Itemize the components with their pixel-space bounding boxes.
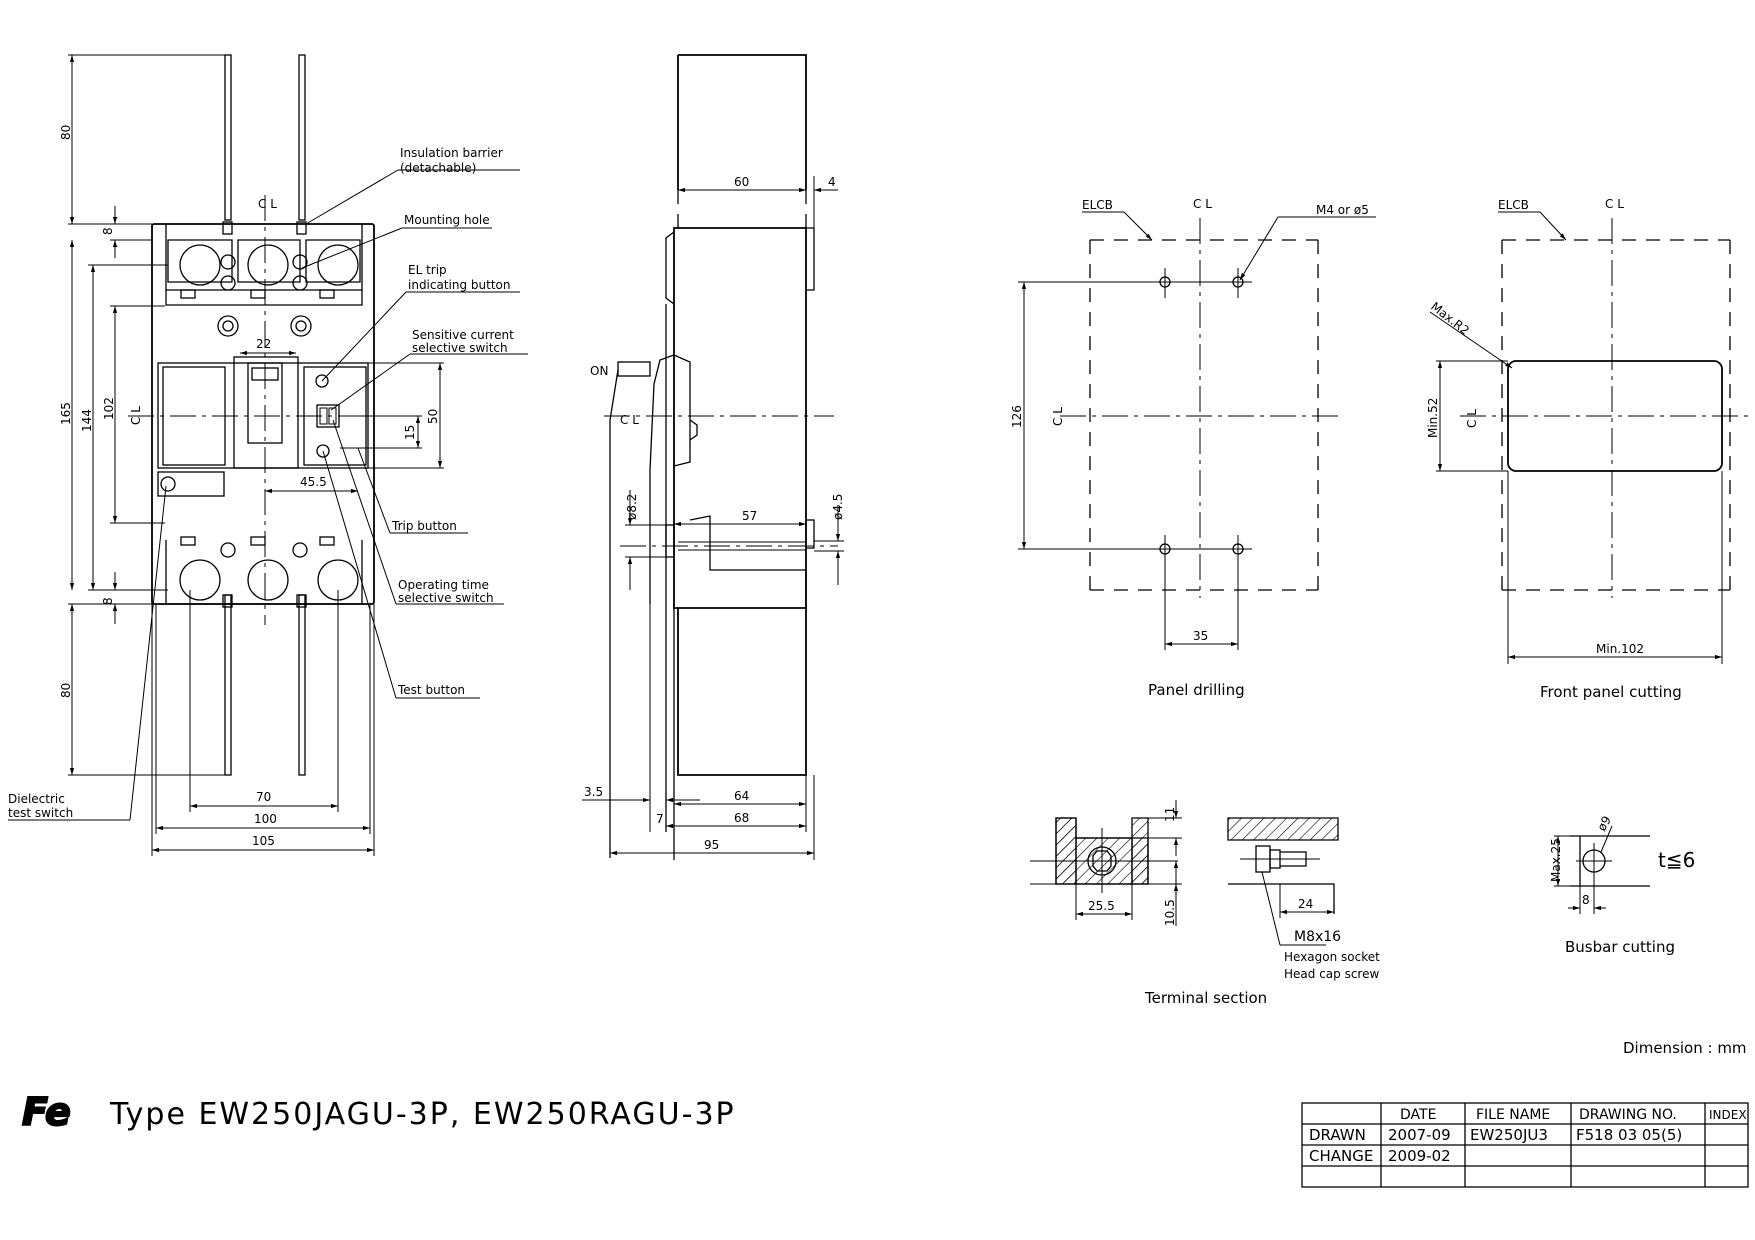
caption-terminal-section: Terminal section: [1144, 989, 1267, 1007]
screw-spec: M8x16: [1294, 929, 1341, 945]
dim-60: 60: [734, 175, 749, 189]
label-operating-time: Operating time: [398, 578, 489, 592]
dim-45-5: 45.5: [300, 475, 327, 489]
dim-35: 35: [1193, 629, 1208, 643]
front-panel-cutting: Min.52 Min.102 Max.R2 ELCB C L C L Front…: [1426, 197, 1752, 701]
dim-8: 8: [1582, 893, 1590, 907]
caption-front-panel-cutting: Front panel cutting: [1540, 683, 1682, 701]
dim-top-8: 8: [101, 227, 115, 235]
dimension-unit: Dimension : mm: [1623, 1039, 1747, 1057]
panel-drilling-centerline: C L: [1193, 197, 1212, 211]
front-view-callouts: Insulation barrier (detachable) Mounting…: [8, 146, 528, 821]
hole-spec: M4 or ø5: [1316, 203, 1369, 217]
dim-d9: ø9: [1594, 814, 1614, 834]
dim-max25: Max.25: [1549, 838, 1563, 882]
dim-22: 22: [256, 337, 271, 351]
busbar-cutting: Max.25 ø9 8 t≦6 Busbar cutting: [1549, 814, 1695, 956]
tb-header-index: INDEX: [1709, 1108, 1747, 1122]
dim-4: 4: [828, 175, 836, 189]
dim-3-5: 3.5: [584, 785, 603, 799]
label-el-trip-indicating: indicating button: [408, 278, 511, 292]
dim-11: 11: [1163, 807, 1177, 822]
dim-64: 64: [734, 789, 749, 803]
label-operating-selective: selective switch: [398, 591, 494, 605]
dim-25-5: 25.5: [1088, 899, 1115, 913]
panel-drilling: 126 35 ELCB M4 or ø5 C L C L Panel drill…: [1010, 197, 1376, 699]
side-on-label: ON: [590, 364, 608, 378]
dim-d8-2: ø8.2: [625, 494, 639, 520]
dim-68: 68: [734, 811, 749, 825]
front-panel-centerline-h: C L: [1465, 409, 1479, 428]
label-sensitive-selective: selective switch: [412, 341, 508, 355]
dim-95: 95: [704, 838, 719, 852]
label-test-button: Test button: [397, 683, 465, 697]
type-title: Type EW250JAGU-3P, EW250RAGU-3P: [109, 1097, 736, 1132]
caption-panel-drilling: Panel drilling: [1148, 681, 1245, 699]
dim-100: 100: [254, 812, 277, 826]
screw-desc-2: Head cap screw: [1284, 967, 1379, 981]
dim-165: 165: [59, 402, 73, 425]
dim-7: 7: [656, 812, 664, 826]
fe-logo: Fe: [22, 1090, 71, 1134]
dim-min52: Min.52: [1426, 398, 1440, 438]
label-sensitive-current: Sensitive current: [412, 328, 514, 342]
front-centerline-label: C L: [129, 406, 143, 425]
dim-105: 105: [252, 834, 275, 848]
dim-50: 50: [426, 409, 440, 424]
label-el-trip: EL trip: [408, 263, 447, 277]
front-panel-centerline: C L: [1605, 197, 1624, 211]
dim-bottom-80: 80: [59, 683, 73, 698]
tb-change-label: CHANGE: [1309, 1147, 1373, 1165]
tb-drawn-number: F518 03 05(5): [1576, 1126, 1682, 1144]
tb-header-date: DATE: [1400, 1107, 1436, 1123]
dim-126: 126: [1010, 405, 1024, 428]
tb-drawn-date: 2007-09: [1388, 1126, 1451, 1144]
dim-57: 57: [742, 509, 757, 523]
busbar-thickness: t≦6: [1658, 848, 1695, 872]
dim-top-80: 80: [59, 125, 73, 140]
tb-header-drawing-no: DRAWING NO.: [1579, 1107, 1677, 1123]
tb-change-date: 2009-02: [1388, 1147, 1451, 1165]
label-trip-button: Trip button: [391, 519, 457, 533]
side-view-dimensions: 60 4 ø8.2 57 ø4.5 3.5 7 64 68 95: [582, 175, 845, 860]
panel-drilling-centerline-h: C L: [1051, 407, 1065, 426]
panel-drilling-elcb: ELCB: [1082, 198, 1113, 212]
side-view: ON C L: [590, 54, 838, 860]
label-dielectric: Dielectric: [8, 792, 65, 806]
tb-drawn-label: DRAWN: [1309, 1126, 1366, 1144]
label-mounting-hole: Mounting hole: [404, 213, 490, 227]
dim-102: 102: [102, 397, 116, 420]
dim-15: 15: [403, 425, 417, 440]
front-panel-elcb: ELCB: [1498, 198, 1529, 212]
dim-10-5: 10.5: [1163, 899, 1177, 926]
front-view-dimensions: 80 8 165 144 102 C L C L 22 50 15 45.5 8: [59, 54, 444, 856]
terminal-section: 25.5 11 10.5 24 M8x16 Hexagon socket Hea…: [1030, 800, 1380, 1007]
front-view: [128, 54, 405, 776]
tb-drawn-file: EW250JU3: [1470, 1126, 1548, 1144]
dim-min102: Min.102: [1596, 642, 1644, 656]
dim-144: 144: [80, 409, 94, 432]
screw-desc-1: Hexagon socket: [1284, 950, 1380, 964]
label-dielectric-test-switch: test switch: [8, 806, 73, 820]
side-centerline-label: C L: [620, 413, 639, 427]
dim-70: 70: [256, 790, 271, 804]
front-top-centerline-label: C L: [258, 197, 277, 211]
caption-busbar-cutting: Busbar cutting: [1565, 938, 1675, 956]
dim-d4-5: ø4.5: [831, 494, 845, 520]
dim-bottom-8: 8: [101, 597, 115, 605]
title-block: DATE FILE NAME DRAWING NO. INDEX DRAWN 2…: [1301, 1102, 1749, 1188]
max-r2: Max.R2: [1428, 299, 1472, 337]
tb-header-file-name: FILE NAME: [1476, 1107, 1550, 1123]
dim-24: 24: [1298, 897, 1313, 911]
label-insulation-barrier: Insulation barrier: [400, 146, 503, 160]
label-insulation-barrier-detach: (detachable): [400, 161, 476, 175]
title-area: Fe Type EW250JAGU-3P, EW250RAGU-3P: [21, 1089, 736, 1135]
